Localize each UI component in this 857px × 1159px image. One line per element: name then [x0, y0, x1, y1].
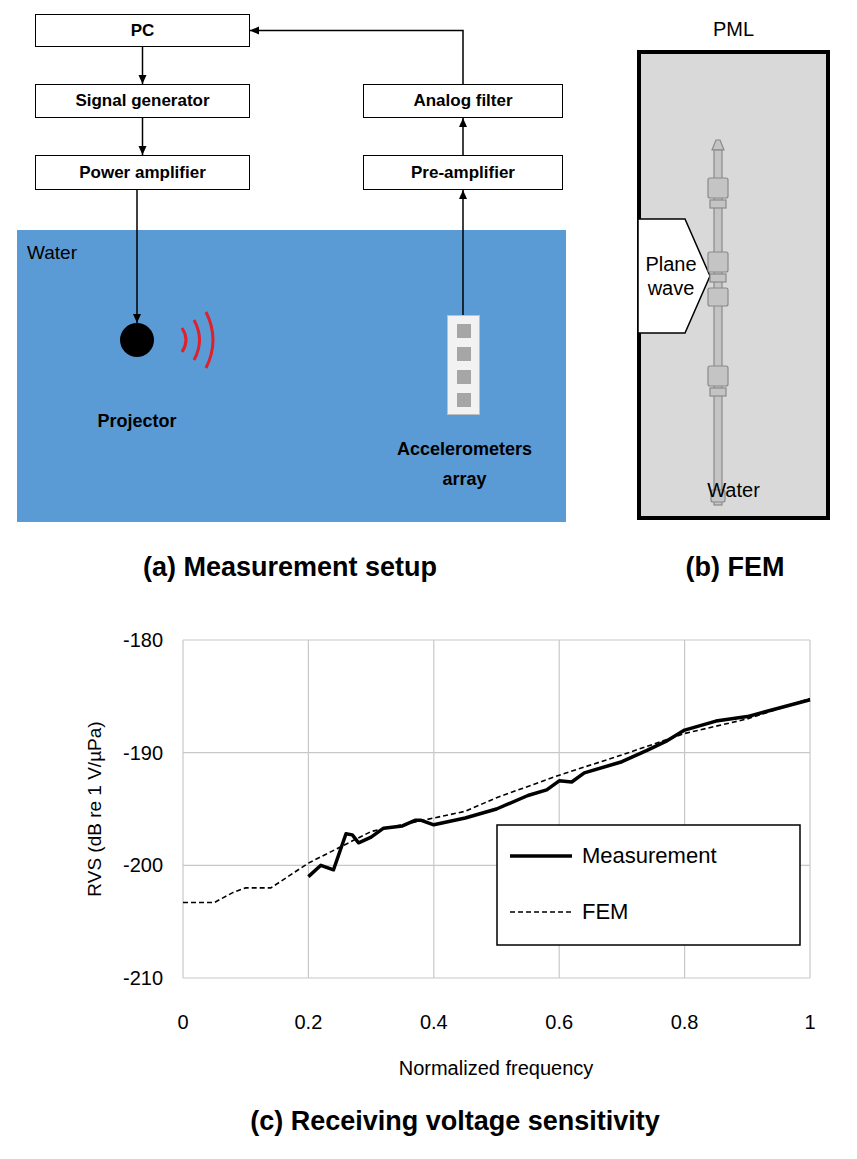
arrow-label: Plane wave	[642, 252, 700, 300]
water-node: WaterProjectorAccelerometers array	[17, 230, 566, 522]
tick-label: 0.8	[671, 1011, 699, 1034]
arrow-outline	[638, 219, 710, 333]
signal-arrow	[462, 190, 464, 315]
axis-title: Normalized frequency	[399, 1057, 594, 1080]
grid-line	[308, 640, 309, 978]
wave-node: Plane wave	[637, 218, 712, 334]
signal-arrow	[142, 47, 144, 84]
panel-caption: (b) FEM	[686, 552, 785, 583]
tick-label: 0	[177, 1011, 188, 1034]
accelerometer-element	[457, 370, 471, 384]
axis-title: RVS (dB re 1 V/µPa)	[84, 721, 106, 896]
box-label: Pre-amplifier	[405, 163, 521, 183]
accelerometer-element	[457, 393, 471, 407]
region-label: Water	[27, 242, 77, 264]
process-box: Signal generator	[35, 84, 250, 118]
pml-node: PMLWaterPlane wave	[637, 50, 830, 520]
tick-label: 1	[804, 1011, 815, 1034]
signal-arrow	[250, 31, 463, 85]
panel-caption: (c) Receiving voltage sensitivity	[250, 1106, 660, 1137]
panel-caption: (a) Measurement setup	[143, 552, 437, 583]
box-label: Power amplifier	[73, 163, 212, 183]
accelerometer-element	[457, 324, 471, 338]
process-box: Power amplifier	[35, 155, 250, 190]
box-label: Signal generator	[69, 91, 215, 111]
projector-node: Projector	[120, 323, 154, 357]
legend-sample	[510, 854, 572, 858]
fem-structure	[708, 140, 728, 505]
signal-arrow	[142, 118, 144, 155]
array-label: Accelerometers array	[380, 434, 550, 494]
grid-line	[182, 640, 183, 978]
region-label: Water	[707, 479, 760, 502]
legend-sample	[510, 911, 572, 913]
grid-line	[183, 752, 810, 753]
process-box: Pre-amplifier	[363, 155, 563, 190]
tick-label: -190	[123, 742, 163, 765]
tick-label: 0.6	[545, 1011, 573, 1034]
tick-label: -200	[123, 854, 163, 877]
box-label: Analog filter	[407, 91, 518, 111]
accelerometer-element	[457, 347, 471, 361]
process-box: Analog filter	[363, 84, 563, 118]
grid-line	[433, 640, 434, 978]
tick-label: 0.2	[294, 1011, 322, 1034]
signal-arrow	[462, 118, 464, 155]
process-box: PC	[35, 14, 250, 47]
legend-text: FEM	[582, 899, 628, 925]
tick-label: -210	[123, 967, 163, 990]
legend-text: Measurement	[582, 843, 717, 869]
legend-box	[497, 825, 800, 945]
sound-wave-arcs	[182, 312, 213, 368]
tick-label: -180	[123, 629, 163, 652]
accel-node: Accelerometers array	[447, 315, 480, 415]
boundary-label: PML	[713, 18, 754, 41]
box-label: PC	[125, 21, 161, 41]
grid-line	[183, 977, 810, 978]
grid-line	[183, 639, 810, 640]
arrow-shape	[637, 218, 712, 334]
signal-arrow	[136, 190, 138, 323]
projector-label: Projector	[97, 411, 176, 432]
tick-label: 0.4	[420, 1011, 448, 1034]
grid-line	[809, 640, 810, 978]
